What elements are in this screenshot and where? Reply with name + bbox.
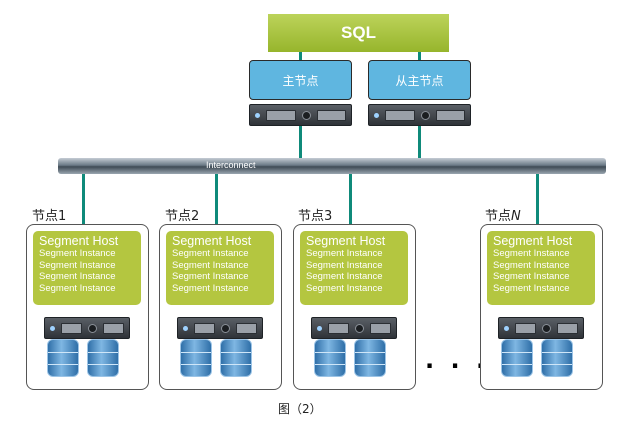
segment-host: Segment Host Segment Instance Segment In… xyxy=(33,231,141,305)
standby-master-label: 从主节点 xyxy=(395,73,444,88)
segment-instance: Segment Instance xyxy=(172,271,249,282)
drive-bay-icon xyxy=(61,322,82,334)
disk-group xyxy=(501,339,573,377)
segment-instance: Segment Instance xyxy=(39,282,116,294)
segment-instance: Segment Instance xyxy=(39,259,116,271)
database-disk-icon xyxy=(541,339,573,377)
drive-bay-icon xyxy=(328,322,349,334)
segment-host-title: Segment Host xyxy=(39,234,119,248)
node-label-2: 节点2 xyxy=(165,209,200,224)
node-label-n: 节点N xyxy=(485,209,521,224)
drive-bay-icon xyxy=(266,109,296,121)
segment-host-title: Segment Host xyxy=(306,234,386,248)
master-node: 主节点 xyxy=(249,60,352,100)
master-label: 主节点 xyxy=(282,73,319,88)
led-icon xyxy=(317,325,322,331)
standby-server-icon xyxy=(368,104,471,126)
segment-host-title: Segment Host xyxy=(493,234,573,248)
led-icon xyxy=(183,325,188,331)
segment-node-2: Segment Host Segment Instance Segment In… xyxy=(159,224,282,390)
database-disk-icon xyxy=(501,339,533,377)
segment-instance: Segment Instance xyxy=(493,259,570,271)
segment-instance: Segment Instance xyxy=(172,259,249,271)
drive-bay-icon xyxy=(370,322,391,334)
knob-icon xyxy=(420,110,430,120)
disk-group xyxy=(314,339,386,377)
knob-icon xyxy=(355,323,364,333)
database-disk-icon xyxy=(220,339,252,377)
database-disk-icon xyxy=(47,339,79,377)
led-icon xyxy=(504,325,509,331)
segment-instance: Segment Instance xyxy=(172,282,249,294)
database-disk-icon xyxy=(180,339,212,377)
master-server-icon xyxy=(249,104,352,126)
segment-instance: Segment Instance xyxy=(306,282,383,294)
figure-caption: 图（2） xyxy=(278,402,322,416)
server-icon xyxy=(498,317,584,339)
sql-link-left xyxy=(299,52,302,60)
segment-node-n: Segment Host Segment Instance Segment In… xyxy=(480,224,603,390)
segment-node-1: Segment Host Segment Instance Segment In… xyxy=(26,224,149,390)
server-icon xyxy=(311,317,397,339)
drive-bay-icon xyxy=(103,322,124,334)
segment-instance: Segment Instance xyxy=(39,271,116,282)
node-link-2 xyxy=(215,174,218,224)
drive-bay-icon xyxy=(435,109,465,121)
segment-instance: Segment Instance xyxy=(493,282,570,294)
segment-instance: Segment Instance xyxy=(306,259,383,271)
knob-icon xyxy=(542,323,551,333)
sql-box: SQL xyxy=(268,14,449,52)
segment-host: Segment Host Segment Instance Segment In… xyxy=(300,231,408,305)
standby-master-node: 从主节点 xyxy=(368,60,471,100)
node-link-1 xyxy=(82,174,85,224)
segment-instance: Segment Instance xyxy=(493,248,570,259)
knob-icon xyxy=(301,110,311,120)
segment-instance: Segment Instance xyxy=(39,248,116,259)
knob-icon xyxy=(221,323,230,333)
server-icon xyxy=(44,317,130,339)
sql-label: SQL xyxy=(341,23,376,42)
segment-instance: Segment Instance xyxy=(172,248,249,259)
drive-bay-icon xyxy=(316,109,346,121)
interconnect-label: Interconnect xyxy=(206,160,256,170)
disk-group xyxy=(180,339,252,377)
sql-link-right xyxy=(418,52,421,60)
led-icon xyxy=(50,325,55,331)
knob-icon xyxy=(88,323,97,333)
drive-bay-icon xyxy=(194,322,215,334)
segment-node-3: Segment Host Segment Instance Segment In… xyxy=(293,224,416,390)
node-label-3: 节点3 xyxy=(298,209,333,224)
standby-link xyxy=(418,126,421,159)
disk-group xyxy=(47,339,119,377)
led-icon xyxy=(374,112,379,118)
segment-host: Segment Host Segment Instance Segment In… xyxy=(166,231,274,305)
segment-instance: Segment Instance xyxy=(306,271,383,282)
drive-bay-icon xyxy=(236,322,257,334)
drive-bay-icon xyxy=(557,322,578,334)
segment-host: Segment Host Segment Instance Segment In… xyxy=(487,231,595,305)
ellipsis: · · · xyxy=(425,352,490,380)
segment-host-title: Segment Host xyxy=(172,234,252,248)
node-link-n xyxy=(536,174,539,224)
node-label-1: 节点1 xyxy=(32,209,67,224)
segment-instance: Segment Instance xyxy=(493,271,570,282)
server-icon xyxy=(177,317,263,339)
database-disk-icon xyxy=(87,339,119,377)
segment-instance: Segment Instance xyxy=(306,248,383,259)
database-disk-icon xyxy=(314,339,346,377)
drive-bay-icon xyxy=(385,109,415,121)
drive-bay-icon xyxy=(515,322,536,334)
master-link xyxy=(299,126,302,159)
node-link-3 xyxy=(349,174,352,224)
database-disk-icon xyxy=(354,339,386,377)
led-icon xyxy=(255,112,260,118)
interconnect-bus: Interconnect xyxy=(58,158,606,174)
